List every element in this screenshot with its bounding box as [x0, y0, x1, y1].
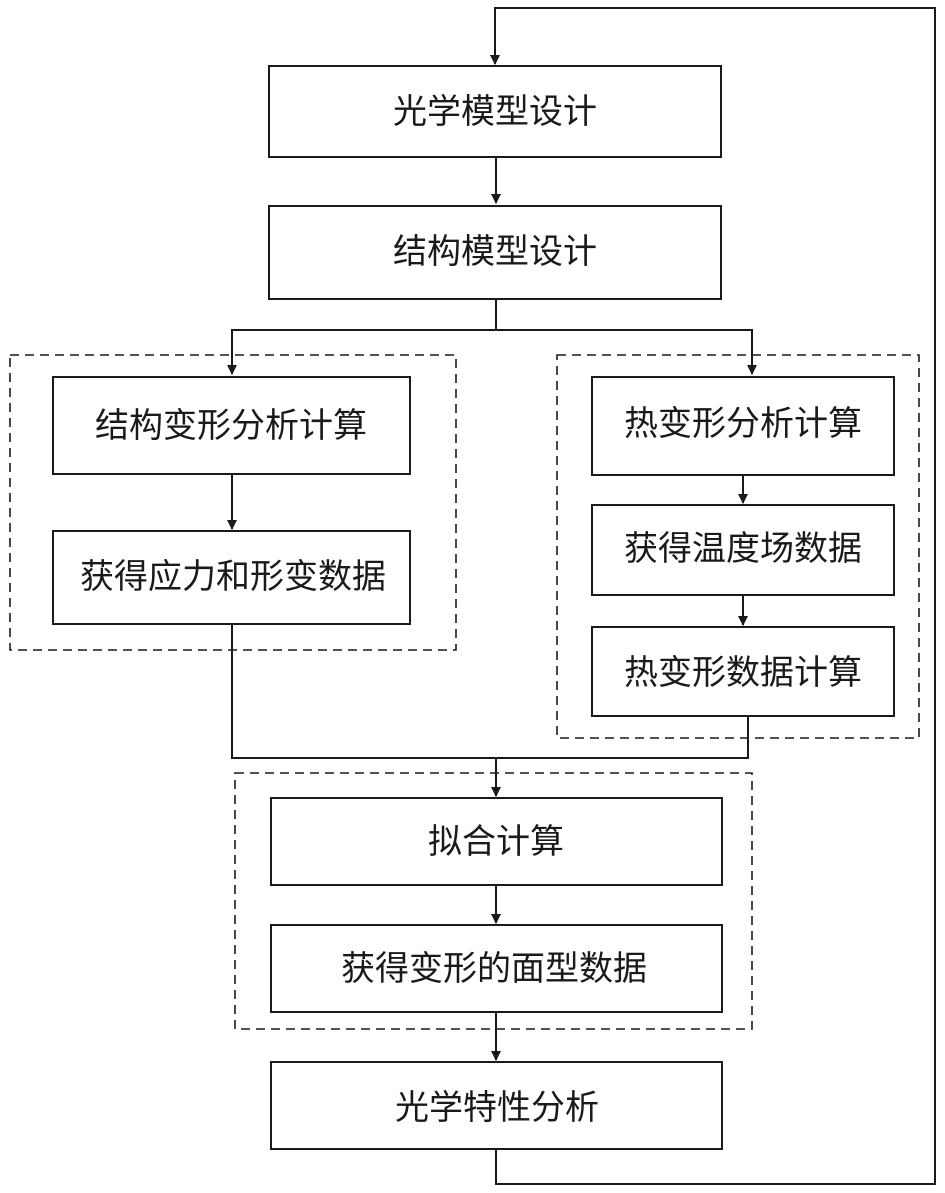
node-stress-deformation-data: 获得应力和形变数据: [52, 530, 411, 625]
node-label: 热变形分析计算: [624, 404, 862, 444]
node-temperature-field-data: 获得温度场数据: [591, 504, 895, 596]
node-label: 结构模型设计: [393, 232, 597, 272]
node-label: 光学模型设计: [393, 92, 597, 132]
node-label: 结构变形分析计算: [95, 406, 367, 446]
node-thermal-deformation-data-calc: 热变形数据计算: [591, 626, 895, 717]
edge-stress-data-to-merge: [231, 624, 496, 759]
node-structural-deformation-calc: 结构变形分析计算: [52, 376, 411, 475]
edge-to-thermal-deformation: [496, 329, 757, 375]
node-optical-performance-analysis: 光学特性分析: [270, 1061, 723, 1150]
edge-thermal-data-to-merge: [496, 716, 749, 759]
edge-feedback-loop: [490, 7, 936, 1185]
node-structural-model-design: 结构模型设计: [268, 205, 722, 300]
node-thermal-deformation-calc: 热变形分析计算: [591, 376, 895, 476]
node-surface-shape-data: 获得变形的面型数据: [270, 924, 723, 1013]
node-label: 获得应力和形变数据: [80, 557, 386, 597]
node-fitting-calc: 拟合计算: [270, 797, 723, 886]
node-label: 获得温度场数据: [624, 529, 862, 569]
node-label: 热变形数据计算: [624, 653, 862, 693]
thermal-analysis-group: [556, 354, 920, 739]
node-label: 光学特性分析: [395, 1088, 599, 1128]
node-label: 获得变形的面型数据: [341, 949, 647, 989]
fitting-group: [234, 772, 753, 1030]
node-optical-model-design: 光学模型设计: [268, 65, 722, 158]
node-label: 拟合计算: [428, 822, 564, 862]
edge-to-structural-deformation: [227, 329, 496, 375]
